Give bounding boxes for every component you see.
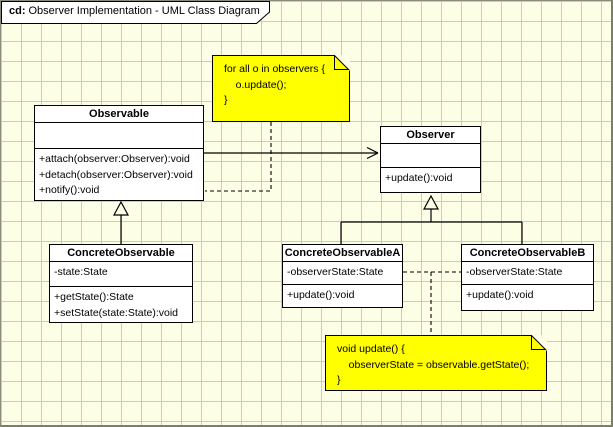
note-fold-icon [531,335,547,351]
generalization-concreteobservable-observable[interactable] [112,200,130,244]
class-concrete-observable-b[interactable]: ConcreteObservableB -observerState:State… [461,244,594,311]
generalization-triangle-icon [422,194,440,210]
attributes-compartment: -state:State [50,262,192,287]
operation: +setState(state:State):void [54,306,179,319]
note-text-line: observerState = observable.getState(); [337,358,530,371]
attribute: -observerState:State [287,266,384,278]
note-text-line: } [337,374,341,386]
association-observable-observer[interactable] [204,146,379,160]
frame-tab-prefix: cd: [9,5,26,17]
operations-compartment: +attach(observer:Observer):void +detach(… [35,149,203,199]
note-notify-code[interactable]: for all o in observers { o.update(); } [212,55,350,122]
class-name: ConcreteObservable [50,245,192,262]
class-name: Observer [381,127,480,144]
class-name: ConcreteObservableA [283,245,402,262]
note-anchor-notify[interactable] [205,122,272,192]
frame-tab-label: cd:Observer Implementation - UML Class D… [9,5,260,17]
generalization-triangle-icon [112,200,130,216]
attributes-compartment [35,123,203,149]
note-anchor-update[interactable] [403,271,461,335]
attributes-compartment: -observerState:State [462,262,593,285]
operation: +update():void [287,289,355,301]
class-observable[interactable]: Observable +attach(observer:Observer):vo… [34,105,204,201]
operation: +attach(observer:Observer):void [39,153,190,165]
operation: +notify():void [39,184,100,196]
note-text-line: o.update(); [224,78,287,91]
operations-compartment: +getState():State +setState(state:State)… [50,287,192,321]
diagram-frame-tab[interactable]: cd:Observer Implementation - UML Class D… [1,1,273,25]
frame-tab-shape [1,1,270,24]
operation: +getState():State [54,291,134,303]
operation: +detach(observer:Observer):void [39,168,193,181]
operation: +update():void [466,289,534,301]
attribute: -state:State [54,266,108,278]
attributes-compartment: -observerState:State [283,262,402,285]
class-concrete-observable-a[interactable]: ConcreteObservableA -observerState:State… [282,244,403,308]
class-concrete-observable[interactable]: ConcreteObservable -state:State +getStat… [49,244,193,323]
note-fold-icon [334,55,350,71]
generalization-concretes-observer[interactable] [340,194,523,244]
class-observer[interactable]: Observer +update():void [380,126,481,193]
note-text-line: void update() { [337,343,405,355]
frame-tab-title: Observer Implementation - UML Class Diag… [28,5,260,17]
note-text-line: for all o in observers { [224,63,325,75]
open-arrowhead-icon [366,146,379,160]
attribute: -observerState:State [466,266,563,278]
attributes-compartment [381,144,480,168]
class-name: ConcreteObservableB [462,245,593,262]
operations-compartment: +update():void [462,285,593,304]
operations-compartment: +update():void [283,285,402,304]
operations-compartment: +update():void [381,168,480,187]
class-name: Observable [35,106,203,123]
note-text-line: } [224,94,228,106]
operation: +update():void [385,172,453,184]
note-update-code[interactable]: void update() { observerState = observab… [325,335,547,391]
